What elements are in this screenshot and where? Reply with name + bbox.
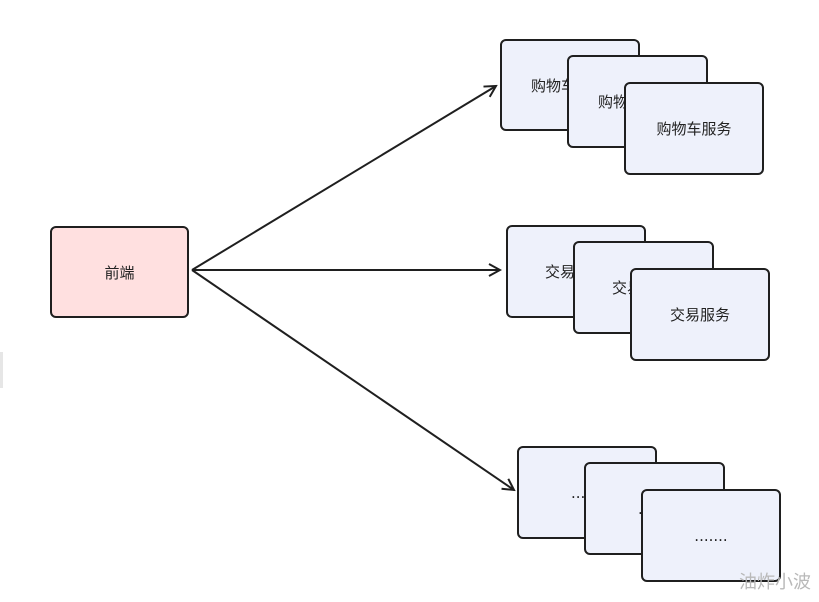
arrow-to-other <box>191 269 514 490</box>
cart-service-label-3: 购物车服务 <box>656 120 732 138</box>
other-service-label-3: ....... <box>694 526 728 545</box>
trade-service-label-3: 交易服务 <box>669 306 730 324</box>
trade-service-node-3: 交易服务 <box>630 268 770 361</box>
arrow-to-cart <box>191 86 496 271</box>
watermark: 油炸小波 <box>739 572 811 593</box>
other-service-node-3: ....... <box>641 489 781 582</box>
edge-mark <box>0 352 3 388</box>
frontend-label: 前端 <box>104 263 135 282</box>
cart-service-node-3: 购物车服务 <box>624 82 764 175</box>
frontend-node: 前端 <box>50 226 189 318</box>
